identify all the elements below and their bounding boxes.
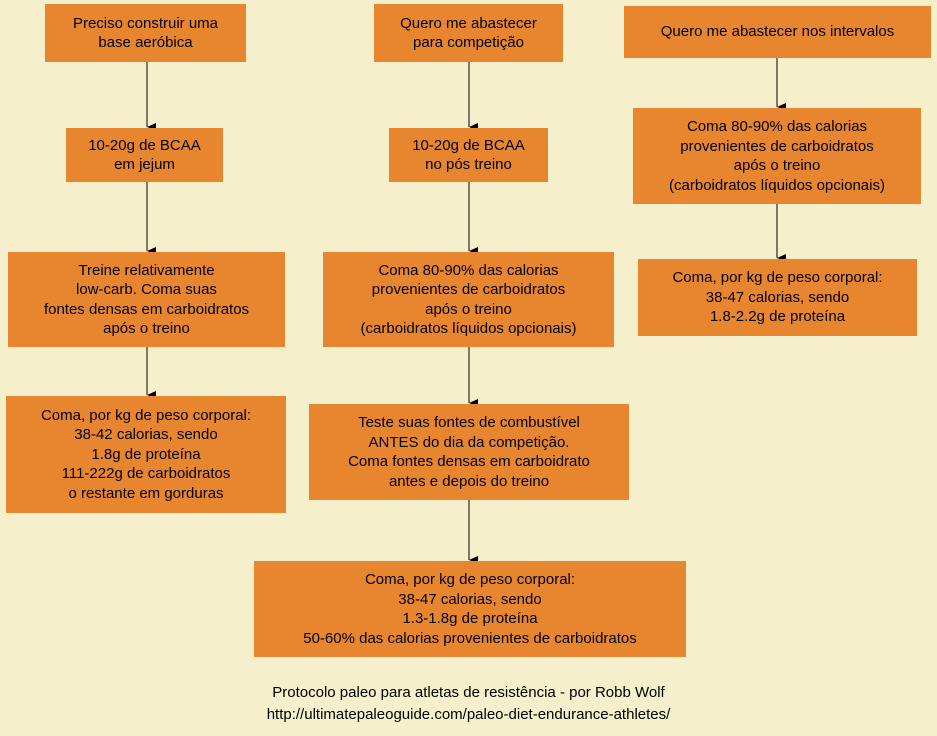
node-line: em jejum	[114, 156, 175, 173]
node-line: ANTES do dia da competição.	[368, 433, 570, 451]
node-line: (carboidratos líquidos opcionais)	[669, 176, 885, 194]
node-line: low-carb. Coma suas	[76, 281, 217, 298]
node-line: o restante em gorduras	[68, 484, 224, 502]
node-macros-competicao: Coma, por kg de peso corporal: 38-47 cal…	[254, 561, 686, 657]
node-line: Quero me abastecer	[400, 14, 537, 32]
node-line: fontes densas em carboidratos	[43, 300, 250, 318]
node-line: após o treino	[425, 300, 512, 318]
node-line: 1.8g de proteína	[91, 445, 201, 463]
node-line: 1.8-2.2g de proteína	[709, 308, 846, 326]
node-line: 38-47 calorias, sendo	[398, 590, 542, 608]
node-bcaa-jejum: 10-20g de BCAA em jejum	[66, 128, 223, 182]
node-line: após o treino	[103, 320, 190, 337]
node-treine-low-carb: Treine relativamente low-carb. Coma suas…	[8, 252, 285, 347]
node-competicao: Quero me abastecer para competição	[374, 4, 563, 62]
node-line: Coma, por kg de peso corporal:	[364, 571, 576, 588]
node-macros-base: Coma, por kg de peso corporal: 38-42 cal…	[6, 396, 286, 513]
node-line: Preciso construir uma	[72, 14, 219, 32]
node-line: no pós treino	[425, 156, 512, 173]
node-carbo-pos-treino-intervalos: Coma 80-90% das calorias provenientes de…	[633, 108, 921, 204]
node-line: Treine relativamente	[78, 261, 215, 279]
node-line: provenientes de carboidratos	[680, 137, 874, 155]
node-line: base aeróbica	[98, 34, 193, 51]
node-line: Coma fontes densas em carboidrato	[348, 453, 590, 470]
node-intervalos: Quero me abastecer nos intervalos	[624, 6, 931, 58]
node-line: Coma, por kg de peso corporal:	[672, 269, 883, 287]
node-line: antes e depois do treino	[388, 472, 550, 490]
node-macros-intervalos: Coma, por kg de peso corporal: 38-47 cal…	[638, 259, 917, 336]
node-line: 111-222g de carboidratos	[61, 465, 231, 483]
node-base-aerobica: Preciso construir uma base aeróbica	[45, 4, 246, 62]
node-line: 50-60% das calorias provenientes de carb…	[303, 629, 637, 647]
node-teste-combustivel: Teste suas fontes de combustível ANTES d…	[309, 404, 629, 500]
node-line: para competição	[413, 34, 524, 51]
footer-url: http://ultimatepaleoguide.com/paleo-diet…	[266, 706, 671, 723]
node-line: 38-47 calorias, sendo	[705, 288, 850, 306]
node-line: Coma, por kg de peso corporal:	[40, 406, 252, 424]
footer-credit: Protocolo paleo para atletas de resistên…	[272, 684, 665, 701]
node-line: (carboidratos líquidos opcionais)	[360, 320, 577, 337]
node-line: 10-20g de BCAA	[88, 136, 201, 154]
node-line: Coma 80-90% das calorias	[686, 118, 868, 135]
node-line: provenientes de carboidratos	[371, 281, 566, 298]
node-carbo-pos-treino-competicao: Coma 80-90% das calorias provenientes de…	[323, 252, 614, 347]
node-line: 1.3-1.8g de proteína	[402, 610, 538, 627]
node-line: após o treino	[733, 157, 821, 174]
node-line: Coma 80-90% das calorias	[378, 261, 559, 279]
node-line: 10-20g de BCAA	[412, 136, 525, 154]
node-bcaa-pos-treino: 10-20g de BCAA no pós treino	[389, 128, 548, 182]
node-line: Quero me abastecer nos intervalos	[660, 23, 895, 41]
node-line: 38-42 calorias, sendo	[74, 426, 218, 444]
node-line: Teste suas fontes de combustível	[358, 414, 580, 431]
